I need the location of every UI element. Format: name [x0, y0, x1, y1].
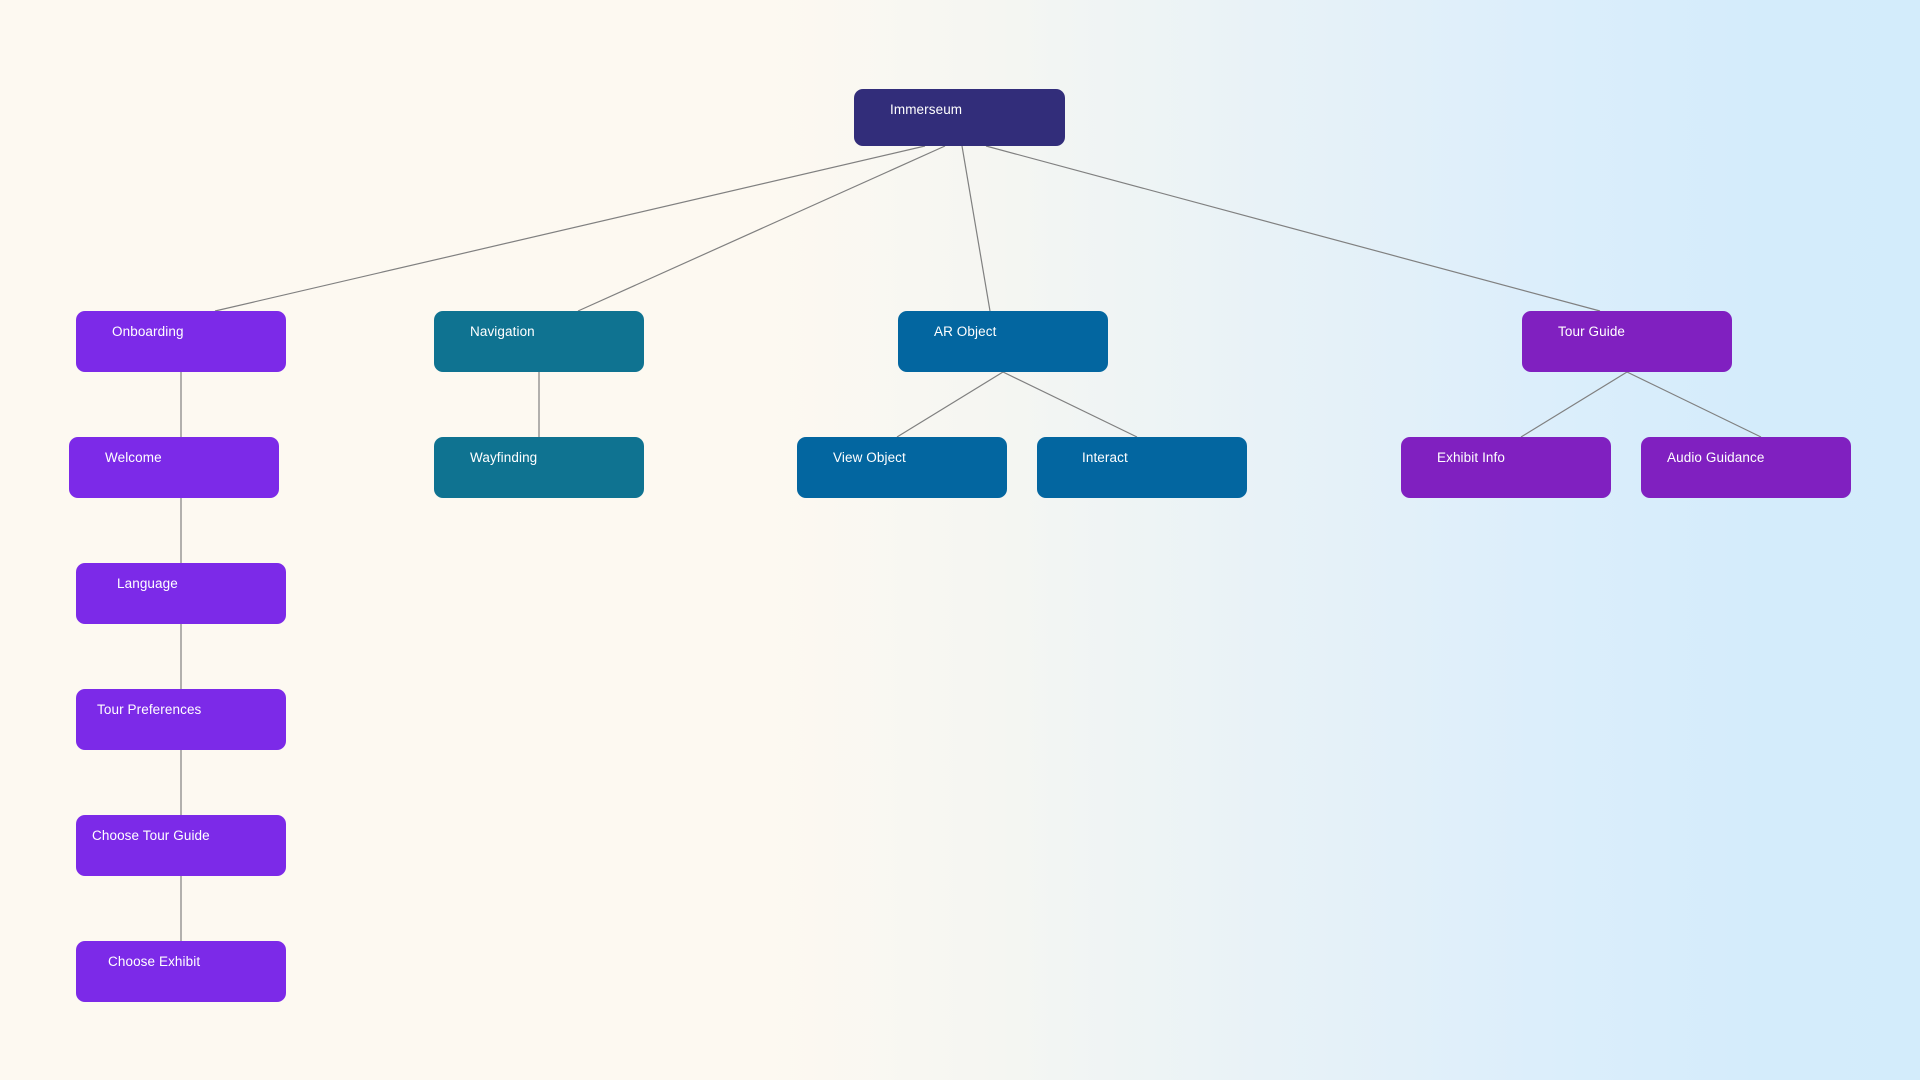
node-label-tour-guide: Tour Guide: [1558, 324, 1626, 339]
node-label-audio-guidance: Audio Guidance: [1667, 450, 1765, 465]
node-interact[interactable]: Interact: [1037, 437, 1247, 498]
node-immerseum[interactable]: Immerseum: [854, 89, 1065, 146]
edge-immerseum-to-ar-object: [961, 145, 991, 312]
edge-immerseum-to-onboarding: [214, 145, 926, 312]
node-label-exhibit-info: Exhibit Info: [1437, 450, 1505, 465]
node-choose-tour-guide[interactable]: Choose Tour Guide: [76, 815, 286, 876]
node-onboarding[interactable]: Onboarding: [76, 311, 286, 372]
node-tour-preferences[interactable]: Tour Preferences: [76, 689, 286, 750]
node-label-onboarding: Onboarding: [112, 324, 184, 339]
node-exhibit-info[interactable]: Exhibit Info: [1401, 437, 1611, 498]
node-label-interact: Interact: [1082, 450, 1128, 465]
node-label-tour-preferences: Tour Preferences: [97, 702, 202, 717]
node-label-wayfinding: Wayfinding: [470, 450, 538, 465]
node-label-choose-exhibit: Choose Exhibit: [108, 954, 201, 969]
node-label-language: Language: [117, 576, 178, 591]
node-label-choose-tour-guide: Choose Tour Guide: [92, 828, 210, 843]
edge-immerseum-to-tour-guide: [985, 145, 1601, 312]
node-label-welcome: Welcome: [105, 450, 162, 465]
node-audio-guidance[interactable]: Audio Guidance: [1641, 437, 1851, 498]
node-tour-guide[interactable]: Tour Guide: [1522, 311, 1732, 372]
edge-ar-object-to-view-object: [896, 371, 1004, 438]
node-wayfinding[interactable]: Wayfinding: [434, 437, 644, 498]
edge-tour-guide-to-audio-guidance: [1626, 371, 1762, 438]
node-choose-exhibit[interactable]: Choose Exhibit: [76, 941, 286, 1002]
node-label-ar-object: AR Object: [934, 324, 997, 339]
node-view-object[interactable]: View Object: [797, 437, 1007, 498]
node-welcome[interactable]: Welcome: [69, 437, 279, 498]
node-ar-object[interactable]: AR Object: [898, 311, 1108, 372]
node-label-immerseum: Immerseum: [890, 102, 963, 117]
node-language[interactable]: Language: [76, 563, 286, 624]
node-label-view-object: View Object: [833, 450, 906, 465]
node-navigation[interactable]: Navigation: [434, 311, 644, 372]
edge-tour-guide-to-exhibit-info: [1520, 371, 1628, 438]
edge-immerseum-to-navigation: [577, 145, 946, 312]
node-label-navigation: Navigation: [470, 324, 535, 339]
edge-ar-object-to-interact: [1002, 371, 1138, 438]
